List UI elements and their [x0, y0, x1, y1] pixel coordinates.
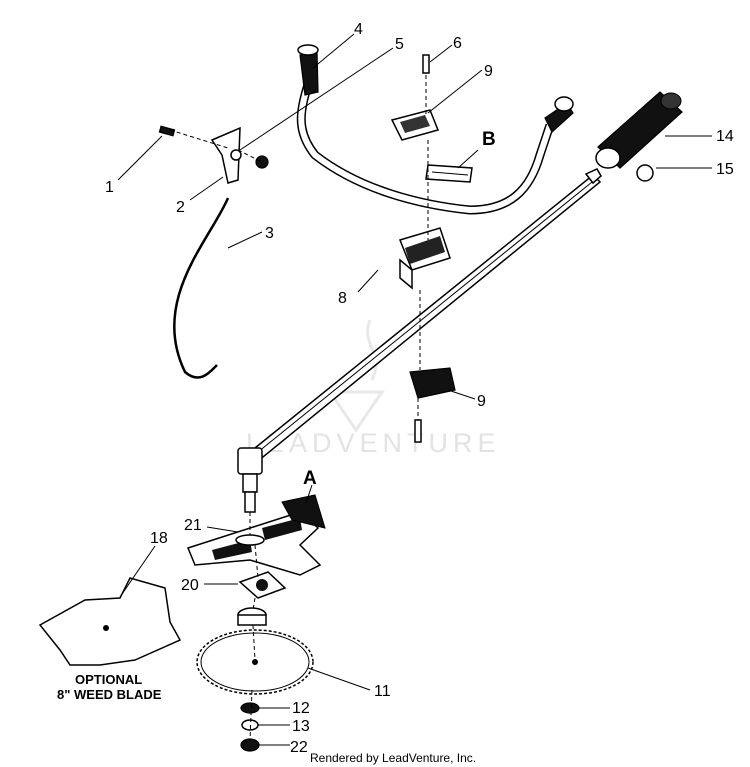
callout-1: 1	[105, 179, 114, 196]
adapter-plate	[237, 571, 287, 626]
weed-blade	[38, 577, 182, 666]
leader-lines	[117, 33, 712, 746]
callout-9-lower: 9	[477, 393, 486, 410]
handle-bar	[296, 44, 574, 215]
callout-3: 3	[265, 225, 274, 242]
callout-12: 12	[292, 700, 310, 717]
callout-22: 22	[290, 739, 308, 756]
footer-credit: Rendered by LeadVenture, Inc.	[310, 751, 476, 765]
callout-2: 2	[176, 199, 185, 216]
callout-13: 13	[292, 718, 310, 735]
throttle-trigger	[158, 125, 269, 184]
callout-15: 15	[716, 161, 734, 178]
rear-grip	[595, 91, 683, 182]
blade-guard	[186, 494, 326, 576]
callout-5: 5	[395, 36, 404, 53]
clamp-upper	[390, 54, 440, 141]
callout-14: 14	[716, 128, 734, 145]
callout-labels: 1 2 3 4 5 6 9 8 9 14 15 21 20 18 11 12 1…	[105, 21, 734, 756]
throttle-cable	[173, 197, 230, 379]
callout-6: 6	[453, 35, 462, 52]
callout-11: 11	[374, 683, 391, 700]
marker-a: A	[303, 468, 317, 489]
optional-caption-line2: 8" WEED BLADE	[57, 687, 162, 702]
drive-shaft	[237, 168, 602, 513]
callout-21: 21	[184, 517, 202, 534]
handle-mount-block	[398, 227, 451, 290]
marker-b: B	[482, 129, 496, 150]
saw-blade	[196, 629, 314, 695]
callout-8: 8	[338, 290, 347, 307]
washer-stack	[240, 702, 260, 752]
callout-4: 4	[354, 21, 363, 38]
callout-18: 18	[150, 530, 168, 547]
optional-caption-line1: OPTIONAL	[75, 672, 142, 687]
callout-9-upper: 9	[484, 63, 493, 80]
assembly-lines	[169, 75, 429, 741]
callout-20: 20	[181, 577, 199, 594]
clamp-lower	[409, 367, 456, 443]
